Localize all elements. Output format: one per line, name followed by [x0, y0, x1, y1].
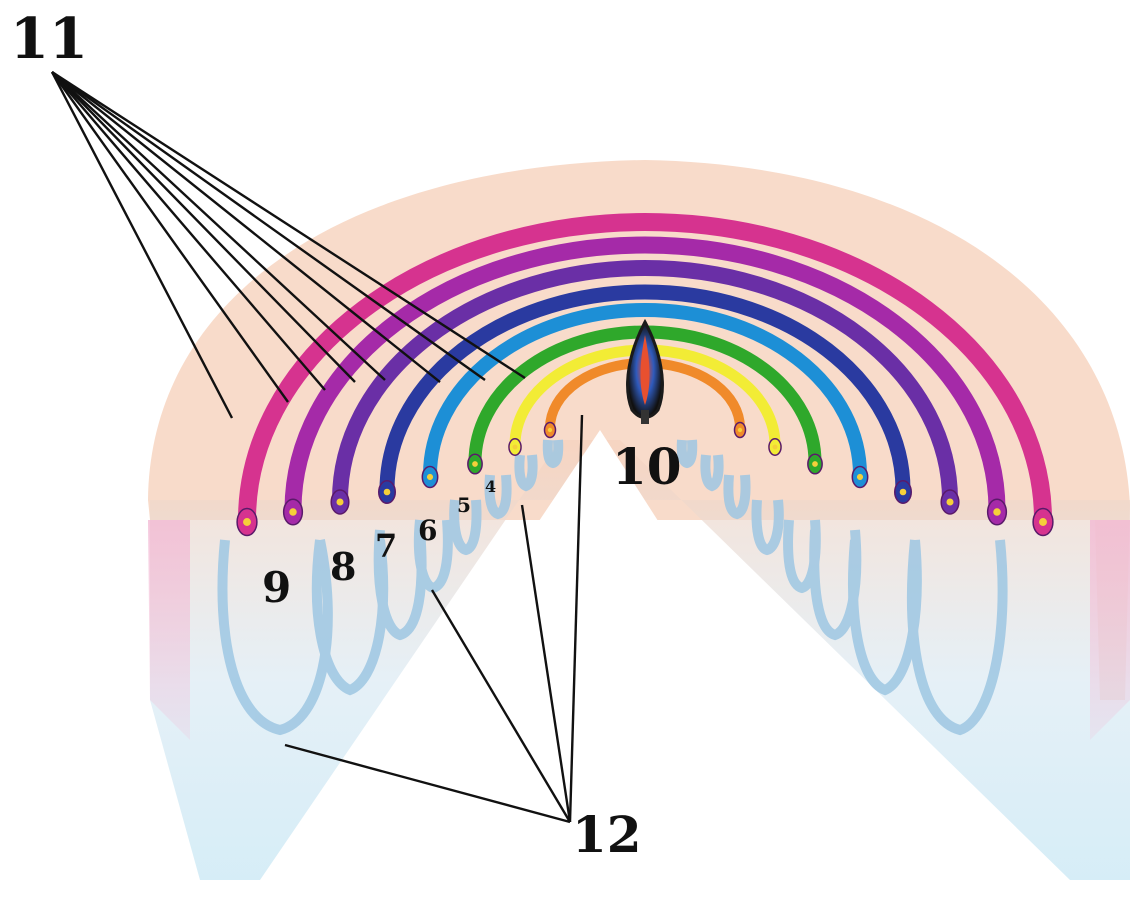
tube-core-5-right: [899, 488, 907, 496]
tube-core-2-right: [772, 444, 778, 450]
hanging-loops: [217, 439, 1008, 736]
tube-core-7-left: [289, 508, 297, 516]
tube-ring-5: [379, 284, 911, 491]
label-4: 4: [485, 477, 496, 496]
tube-core-6-left: [336, 498, 344, 506]
tube-ring-4: [423, 303, 867, 476]
tube-core-5-left: [383, 488, 391, 496]
tube-ring-8: [238, 213, 1052, 521]
leader-lines-11: [50, 70, 526, 419]
label-5: 5: [457, 493, 471, 517]
label-7: 7: [375, 527, 397, 565]
label-6: 6: [418, 514, 437, 547]
tube-core-8-left: [243, 518, 251, 526]
tube-ring-7: [284, 236, 1006, 511]
tube-core-1-left: [547, 427, 553, 433]
tube-cross-sections: [236, 421, 1054, 537]
label-8: 8: [330, 544, 356, 589]
tube-ring-6: [332, 260, 958, 501]
tube-core-8-right: [1039, 518, 1047, 526]
tube-core-2-left: [512, 444, 518, 450]
central-object: [626, 318, 664, 424]
tube-core-7-right: [993, 508, 1001, 516]
tube-core-1-right: [737, 427, 743, 433]
leader-lines-12: [284, 414, 584, 824]
label-10: 10: [612, 437, 682, 496]
label-11: 11: [10, 6, 88, 72]
tube-core-3-right: [812, 461, 818, 467]
tube-core-3-left: [472, 461, 478, 467]
label-12: 12: [572, 805, 642, 864]
tube-core-4-left: [426, 473, 434, 481]
label-9: 9: [262, 563, 291, 612]
tube-core-4-right: [856, 473, 864, 481]
tube-core-6-right: [946, 498, 954, 506]
inner-cutout: [285, 430, 900, 900]
